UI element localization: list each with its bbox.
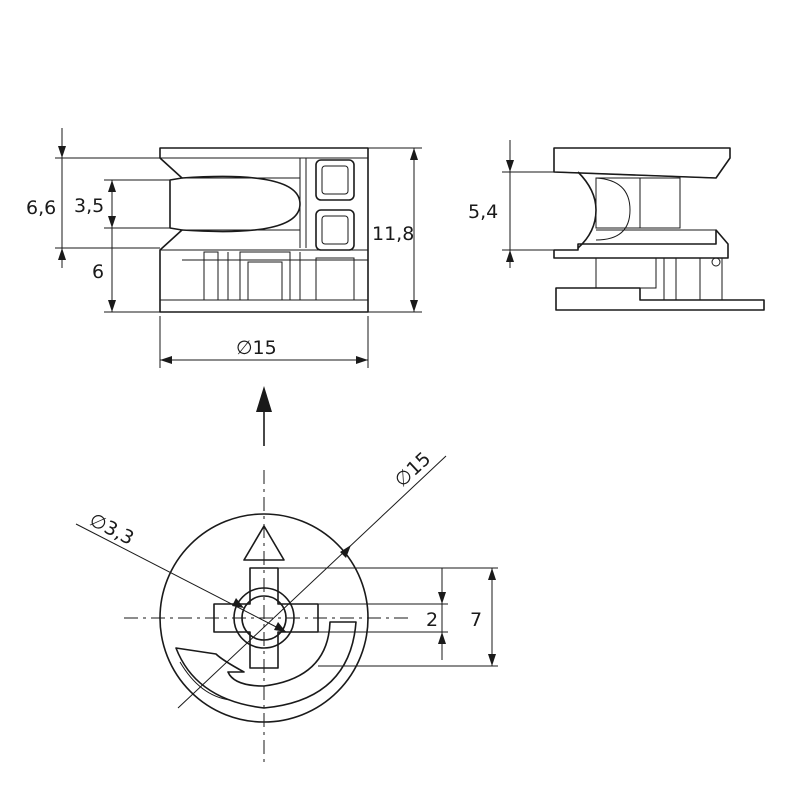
dim-slot-height: 3,5 [74, 195, 104, 217]
front-view-dimensions: 6,6 3,5 6 11,8 ∅15 [26, 128, 422, 368]
dim-side-height: 5,4 [468, 201, 498, 223]
direction-arrow [256, 386, 272, 446]
dim-front-diameter: ∅15 [236, 337, 277, 359]
dim-top-diameter: ∅15 [390, 448, 435, 492]
top-view [124, 470, 408, 766]
dim-total-height: 11,8 [372, 223, 414, 245]
front-view [159, 147, 369, 313]
dim-offset-small: 2 [426, 609, 438, 631]
dim-upper-height: 6,6 [26, 197, 56, 219]
side-view-dimensions: 5,4 [468, 140, 554, 268]
dim-hole-diameter: ∅3,3 [86, 509, 138, 550]
dim-lower-height: 6 [92, 261, 104, 283]
top-view-dimensions: ∅15 ∅3,3 2 7 [75, 448, 498, 709]
dim-offset-large: 7 [470, 609, 482, 631]
side-view [553, 147, 765, 311]
